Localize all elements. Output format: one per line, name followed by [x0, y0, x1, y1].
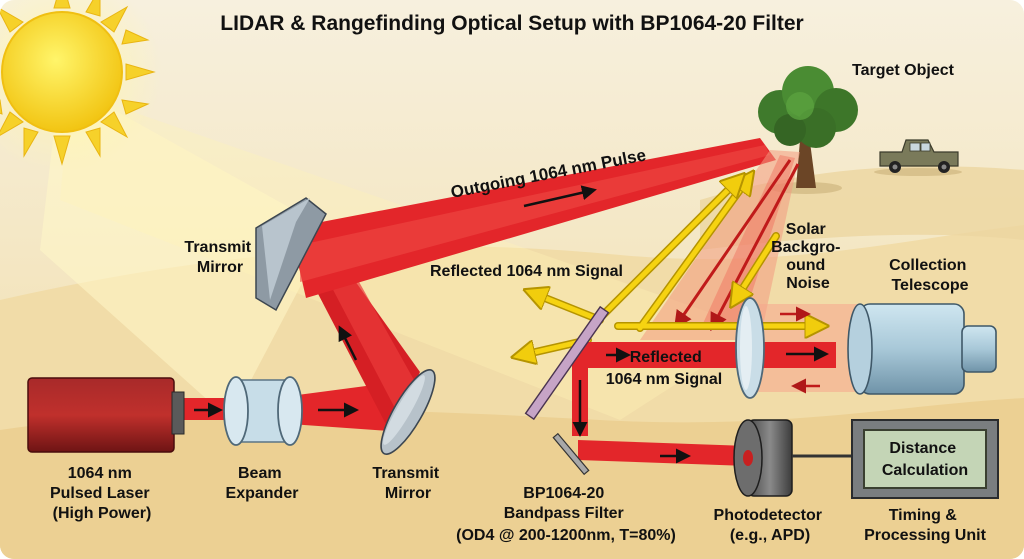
sunlight-beam [40, 80, 330, 420]
beam-arrow-3 [338, 325, 358, 361]
processing-unit [851, 419, 999, 499]
collection-telescope [847, 303, 997, 395]
tree-icon [758, 66, 858, 194]
photodetector [733, 419, 793, 497]
page-title: LIDAR & Rangefinding Optical Setup with … [220, 12, 803, 35]
return-ray-1 [673, 159, 792, 329]
label-distance-calculation: Distance Calculation [882, 440, 968, 479]
label-solar-noise: Solar Backgro- ound Noise [771, 221, 845, 292]
label-reflected-signal-mid: Reflected 1064 nm Signal [606, 349, 723, 388]
label-photodetector: Photodetector (e.g., APD) [714, 507, 827, 544]
beam-expander [223, 376, 303, 446]
transmit-mirror-lower [380, 369, 436, 455]
label-collection-telescope: Collection Telescope [889, 257, 971, 294]
beam-arrow-4 [523, 185, 597, 208]
label-target-object: Target Object [852, 62, 955, 79]
truck-icon [874, 139, 962, 176]
sun-icon [0, 0, 162, 172]
label-reflected-signal-top: Reflected 1064 nm Signal [430, 263, 623, 280]
laser-beam-path [182, 138, 776, 432]
label-processing-unit: Timing & Processing Unit [864, 507, 986, 544]
return-cone [640, 150, 800, 340]
label-laser: 1064 nm Pulsed Laser (High Power) [50, 465, 154, 522]
return-cone-inner [700, 155, 795, 330]
label-beam-expander: Beam Expander [226, 465, 299, 502]
bandpass-filter-lower [552, 432, 590, 476]
return-ray-2 [710, 163, 800, 332]
label-transmit-mirror-lower: Transmit Mirror [372, 465, 443, 502]
label-bandpass-filter: BP1064-20 Bandpass Filter (OD4 @ 200-120… [456, 485, 676, 544]
transmit-mirror-upper [255, 197, 327, 312]
label-transmit-mirror-upper: Transmit Mirror [184, 239, 255, 276]
pulsed-laser [27, 377, 185, 453]
solar-rays [518, 176, 822, 356]
collection-lens [735, 297, 765, 399]
bandpass-filter-tilted [524, 305, 610, 421]
